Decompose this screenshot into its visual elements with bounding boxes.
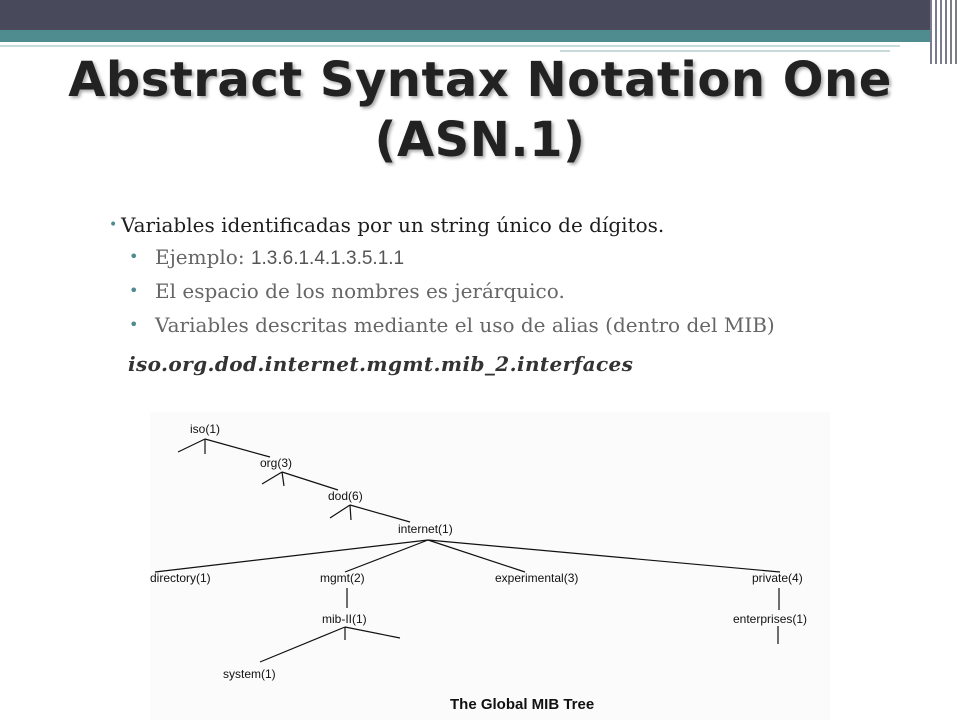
header-thin-line [0, 45, 900, 47]
bullet-example: • Ejemplo: 1.3.6.1.4.1.3.5.1.1 [115, 240, 935, 274]
bullet-example-label: Ejemplo: [155, 245, 251, 269]
bullet-dot-icon: • [129, 247, 139, 266]
header-white-gap [0, 42, 960, 45]
header-teal-band [0, 30, 930, 42]
bullet-example-value: 1.3.6.1.4.1.3.5.1.1 [250, 248, 405, 269]
header-stripes [930, 0, 960, 64]
header-dark-bar [0, 0, 960, 30]
header-thin-line-short [560, 50, 890, 52]
node-system: system(1) [223, 667, 276, 681]
bullet-alias-desc: • Variables descritas mediante el uso de… [115, 308, 935, 342]
mib-tree-diagram: iso(1) org(3) dod(6) internet(1) directo… [150, 412, 830, 720]
bullet-dot-icon: • [129, 281, 139, 300]
node-internet: internet(1) [398, 522, 453, 536]
bullet-dot-icon: • [129, 315, 139, 334]
slide-title: Abstract Syntax Notation One (ASN.1) [68, 52, 892, 168]
bullet-dot-icon: • [109, 217, 118, 233]
node-experimental: experimental(3) [495, 571, 579, 585]
bullet-alias-desc-text: Variables descritas mediante el uso de a… [155, 313, 775, 337]
mib-tree-edges [154, 438, 781, 663]
node-org: org(3) [260, 456, 293, 470]
node-mib-ii: mib-II(1) [322, 612, 367, 626]
bullet-namespace: • El espacio de los nombres es jerárquic… [115, 274, 935, 308]
node-mgmt: mgmt(2) [320, 571, 365, 585]
node-iso: iso(1) [190, 422, 221, 436]
bullet-list: • Variables identificadas por un string … [109, 210, 935, 342]
node-enterprises: enterprises(1) [733, 612, 808, 626]
node-dod: dod(6) [328, 489, 363, 503]
node-private: private(4) [752, 571, 803, 585]
bullet-main: • Variables identificadas por un string … [109, 210, 935, 240]
bullet-main-text: Variables identificadas por un string ún… [121, 213, 665, 237]
bullet-namespace-text: El espacio de los nombres es jerárquico. [155, 279, 565, 303]
tree-caption: The Global MIB Tree [450, 696, 595, 713]
node-directory: directory(1) [150, 571, 211, 585]
alias-path: iso.org.dod.internet.mgmt.mib_2.interfac… [128, 352, 634, 376]
